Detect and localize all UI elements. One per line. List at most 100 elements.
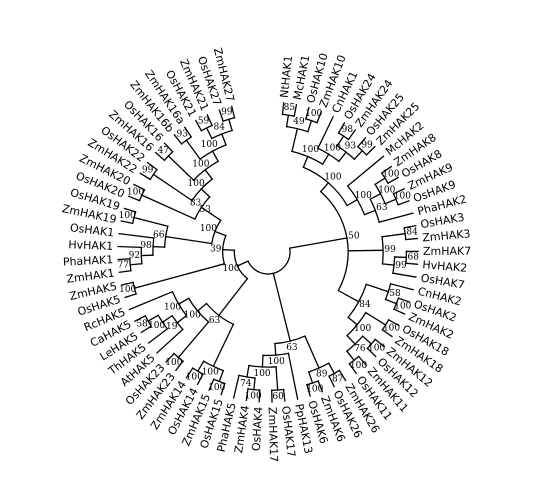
tree-arc [233,249,249,280]
support-value: 50 [348,232,360,242]
tree-branch [328,375,336,388]
tree-branch [381,263,395,266]
tree-branch [167,155,195,182]
tree-branch [133,216,169,228]
support-value: 89 [316,369,328,379]
support-value: 39 [210,244,222,254]
support-value: 100 [382,169,399,179]
tree-branch [403,224,417,229]
support-value: 100 [186,372,203,382]
tree-branch [177,297,190,306]
tree-branch [346,155,385,187]
tree-branch [133,263,226,289]
tree-branch [139,172,152,181]
tree-branch [348,362,358,375]
tree-branch [185,139,201,161]
tree-branch [152,245,166,248]
tree-branch [246,364,250,378]
support-value: 74 [240,379,252,389]
tree-branch [208,378,215,391]
tree-branch [405,262,419,265]
tree-arc [247,247,291,275]
tree-branch [285,114,290,128]
support-value: 53 [200,205,212,215]
tree-branch [275,366,279,391]
support-value: 100 [383,324,400,334]
tree-branch [196,302,208,312]
support-value: 100 [305,109,322,119]
support-value: 98 [342,125,354,135]
support-value: 100 [222,264,239,274]
tree-branch [337,151,347,163]
tree-branch [336,135,345,147]
tree-branch [345,350,356,362]
leaf-label: ZmHAK3 [422,227,471,244]
tree-branch [127,195,141,202]
tree-branch [120,220,134,225]
tree-branch [384,298,398,305]
tree-branch [147,314,160,322]
tree-branch [346,198,359,207]
tree-branch [288,237,348,249]
tree-branch [272,272,292,342]
tree-branch [304,106,310,120]
tree-branch [218,369,225,383]
tree-branch [365,145,376,156]
support-value: 85 [284,103,296,113]
support-value: 63 [286,343,298,353]
tree-branch [154,151,166,162]
tree-branch [374,338,386,348]
support-value: 84 [406,228,418,238]
tree-branch [117,245,143,249]
leaf-label: ZmHAK7 [423,245,471,258]
tree-branch [118,232,155,239]
support-value: 100 [253,369,270,379]
tree-branch [163,142,174,153]
tree-branch [369,192,382,201]
tree-branch [306,383,311,397]
tree-branch [384,198,397,205]
tree-branch [353,149,364,161]
tree-branch [194,119,203,132]
support-value: 100 [354,324,371,334]
support-value: 47 [158,146,170,156]
tree-branch [381,328,393,338]
tree-branch [307,119,313,133]
support-value: 100 [394,301,411,311]
tree-branch [133,183,146,191]
tree-branch [363,209,377,216]
tree-branch [293,103,298,117]
tree-branch [129,263,143,266]
support-value: 100 [148,321,165,331]
support-value: 100 [302,145,319,155]
leaf-label: ZmHAK1 [66,267,116,286]
leaf-label: HvHAK1 [68,238,113,253]
tree-branch [338,369,347,382]
tree-branch [146,161,158,171]
tree-branch [152,173,193,202]
tree-branch [147,327,169,344]
tree-branch [327,362,336,375]
support-value: 93 [345,142,357,152]
support-value: 100 [306,385,323,395]
support-value: 59 [198,117,210,127]
support-value: 49 [293,117,305,127]
tree-branch [392,272,417,278]
tree-branch [218,109,224,122]
support-value: 99 [221,108,233,118]
support-value: 93 [176,130,188,140]
support-value: 83 [190,198,202,208]
tree-branch [392,188,405,195]
tree-arc [347,283,368,319]
support-value: 100 [245,392,262,402]
support-value: 68 [408,253,420,263]
tree-branch [281,102,285,116]
tree-branch [211,150,220,163]
tree-branch [397,297,411,303]
tree-branch [230,105,236,119]
support-value: 100 [378,186,395,196]
support-value: 100 [119,285,136,295]
tree-branch [212,323,235,368]
tree-arc [271,388,285,391]
